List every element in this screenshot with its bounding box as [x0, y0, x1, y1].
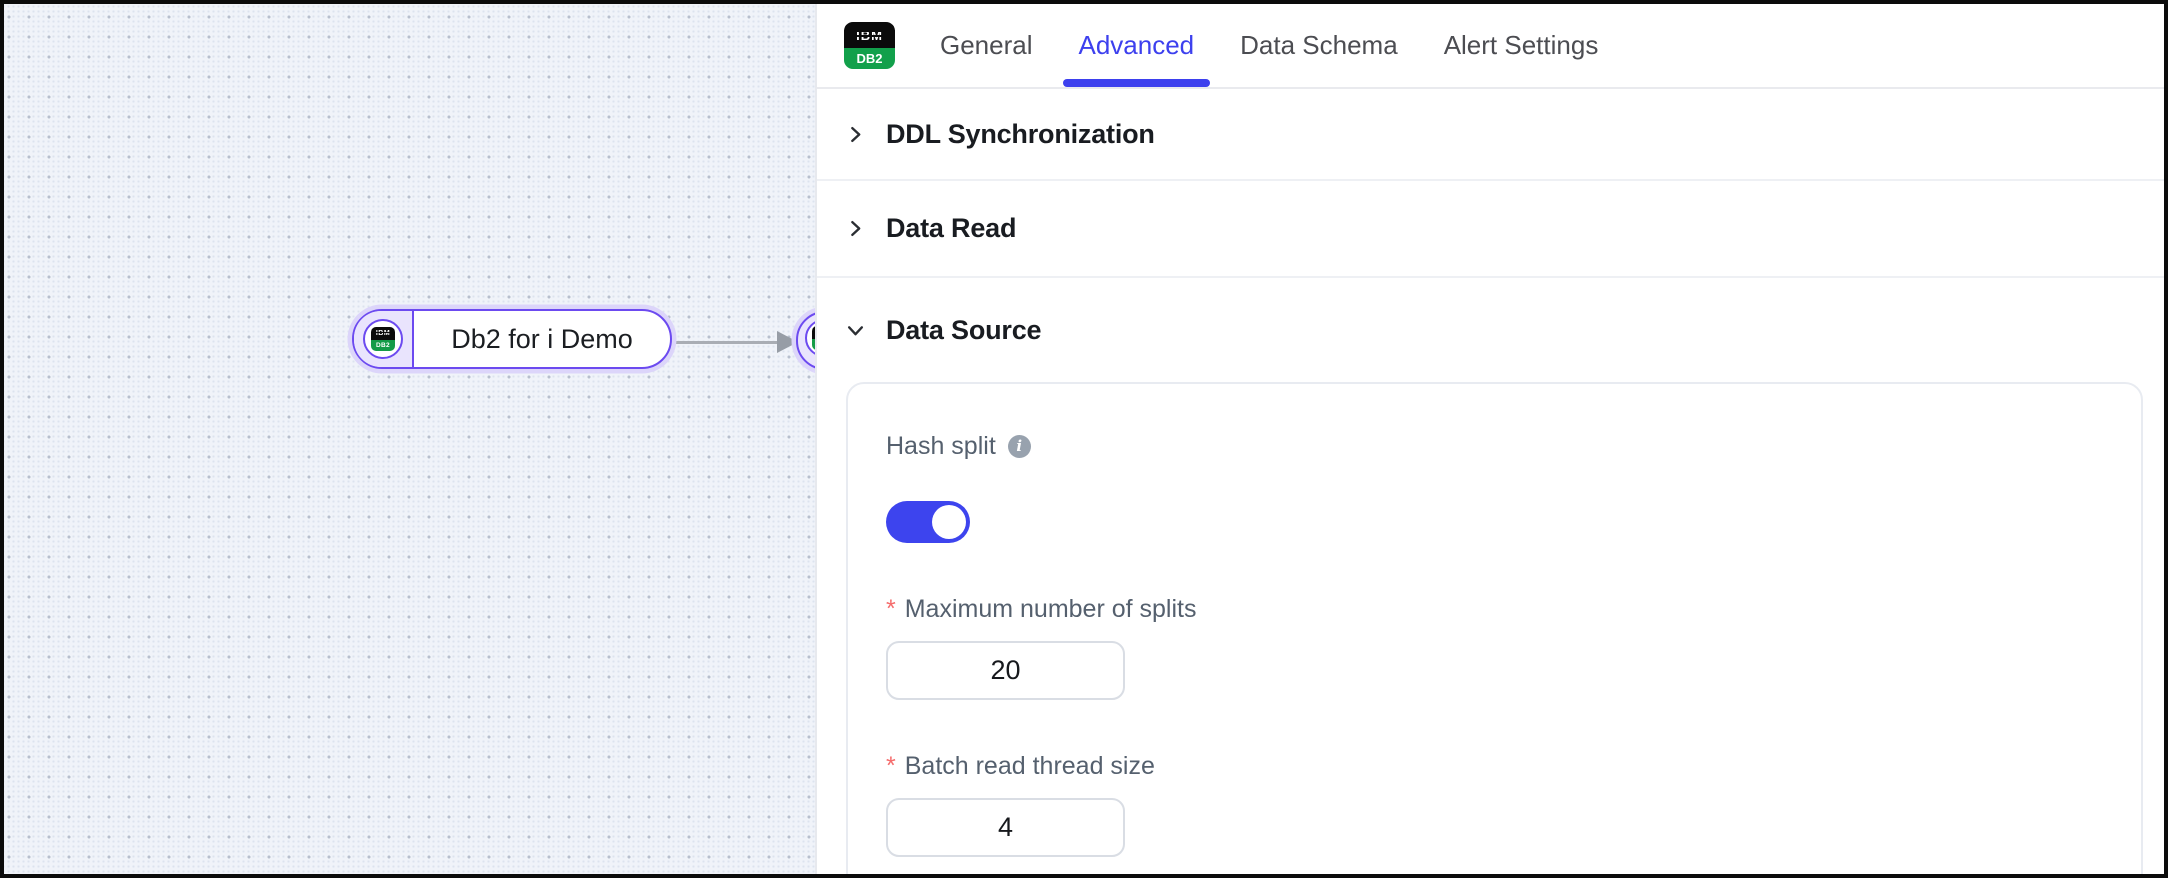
chevron-down-icon — [847, 325, 864, 335]
batch-read-thread-input[interactable] — [886, 798, 1125, 857]
node-icon-circle: IBM DB2 — [363, 319, 403, 359]
tab-list: General Advanced Data Schema Alert Setti… — [940, 4, 1598, 87]
required-asterisk: * — [886, 752, 896, 780]
tab-general[interactable]: General — [940, 4, 1033, 87]
edge-arrowhead-icon — [777, 331, 798, 353]
chevron-right-icon — [851, 126, 861, 142]
section-title: Data Read — [886, 213, 1017, 243]
tab-alert-settings[interactable]: Alert Settings — [1444, 4, 1599, 87]
toggle-knob — [932, 505, 966, 539]
node-icon-section: IBM DB2 — [354, 311, 414, 367]
batch-read-thread-field: * Batch read thread size — [886, 752, 2103, 857]
section-header-data-source[interactable]: Data Source — [817, 278, 2164, 382]
batch-read-thread-label: Batch read thread size — [904, 752, 1155, 780]
section-title: Data Source — [886, 314, 1042, 345]
section-header-data-read[interactable]: Data Read — [817, 181, 2164, 278]
node-config-panel: IBM DB2 General Advanced Data Schema Ale… — [815, 4, 2164, 874]
db2-logo-text: DB2 — [371, 340, 395, 351]
tab-label: Data Schema — [1240, 30, 1398, 60]
section-title: DDL Synchronization — [886, 118, 1155, 149]
ibm-db2-icon: IBM DB2 — [844, 22, 895, 69]
max-splits-label: Maximum number of splits — [904, 595, 1197, 623]
ibm-stripes — [844, 22, 895, 48]
tab-data-schema[interactable]: Data Schema — [1240, 4, 1398, 87]
hash-split-label-row: Hash split — [886, 432, 2103, 461]
tab-label: Alert Settings — [1443, 30, 1599, 60]
hash-split-toggle[interactable] — [886, 501, 970, 543]
hash-split-label: Hash split — [886, 432, 996, 460]
node-icon-circle — [805, 319, 815, 357]
config-panel-body: DDL Synchronization Data Read Data Sourc… — [817, 89, 2164, 874]
tab-advanced[interactable]: Advanced — [1062, 4, 1211, 87]
data-source-settings-card: Hash split * Maximum number of splits * Ba… — [846, 382, 2143, 874]
ibm-db2-icon: IBM DB2 — [371, 327, 395, 351]
source-node-db2[interactable]: IBM DB2 Db2 for i Demo — [352, 309, 672, 369]
chevron-right-icon — [851, 220, 861, 237]
ibm-stripes — [371, 327, 395, 340]
pipeline-canvas[interactable]: IBM DB2 Db2 for i Demo — [4, 4, 815, 874]
max-splits-input[interactable] — [886, 641, 1125, 700]
config-tabbar: IBM DB2 General Advanced Data Schema Ale… — [817, 4, 2164, 89]
required-asterisk: * — [886, 595, 896, 623]
db2-logo-text: DB2 — [844, 48, 895, 69]
section-header-ddl-synchronization[interactable]: DDL Synchronization — [817, 89, 2164, 181]
ibm-db2-icon — [812, 326, 815, 350]
tab-label: General — [940, 30, 1033, 60]
edge-connector — [673, 341, 779, 344]
target-node-partial[interactable] — [796, 311, 815, 370]
active-tab-indicator — [1062, 79, 1211, 87]
max-splits-field: * Maximum number of splits — [886, 595, 2103, 700]
info-circle-icon[interactable] — [1007, 435, 1031, 458]
ibm-stripes — [812, 326, 815, 339]
node-label: Db2 for i Demo — [451, 323, 633, 354]
tab-label: Advanced — [1078, 30, 1195, 60]
